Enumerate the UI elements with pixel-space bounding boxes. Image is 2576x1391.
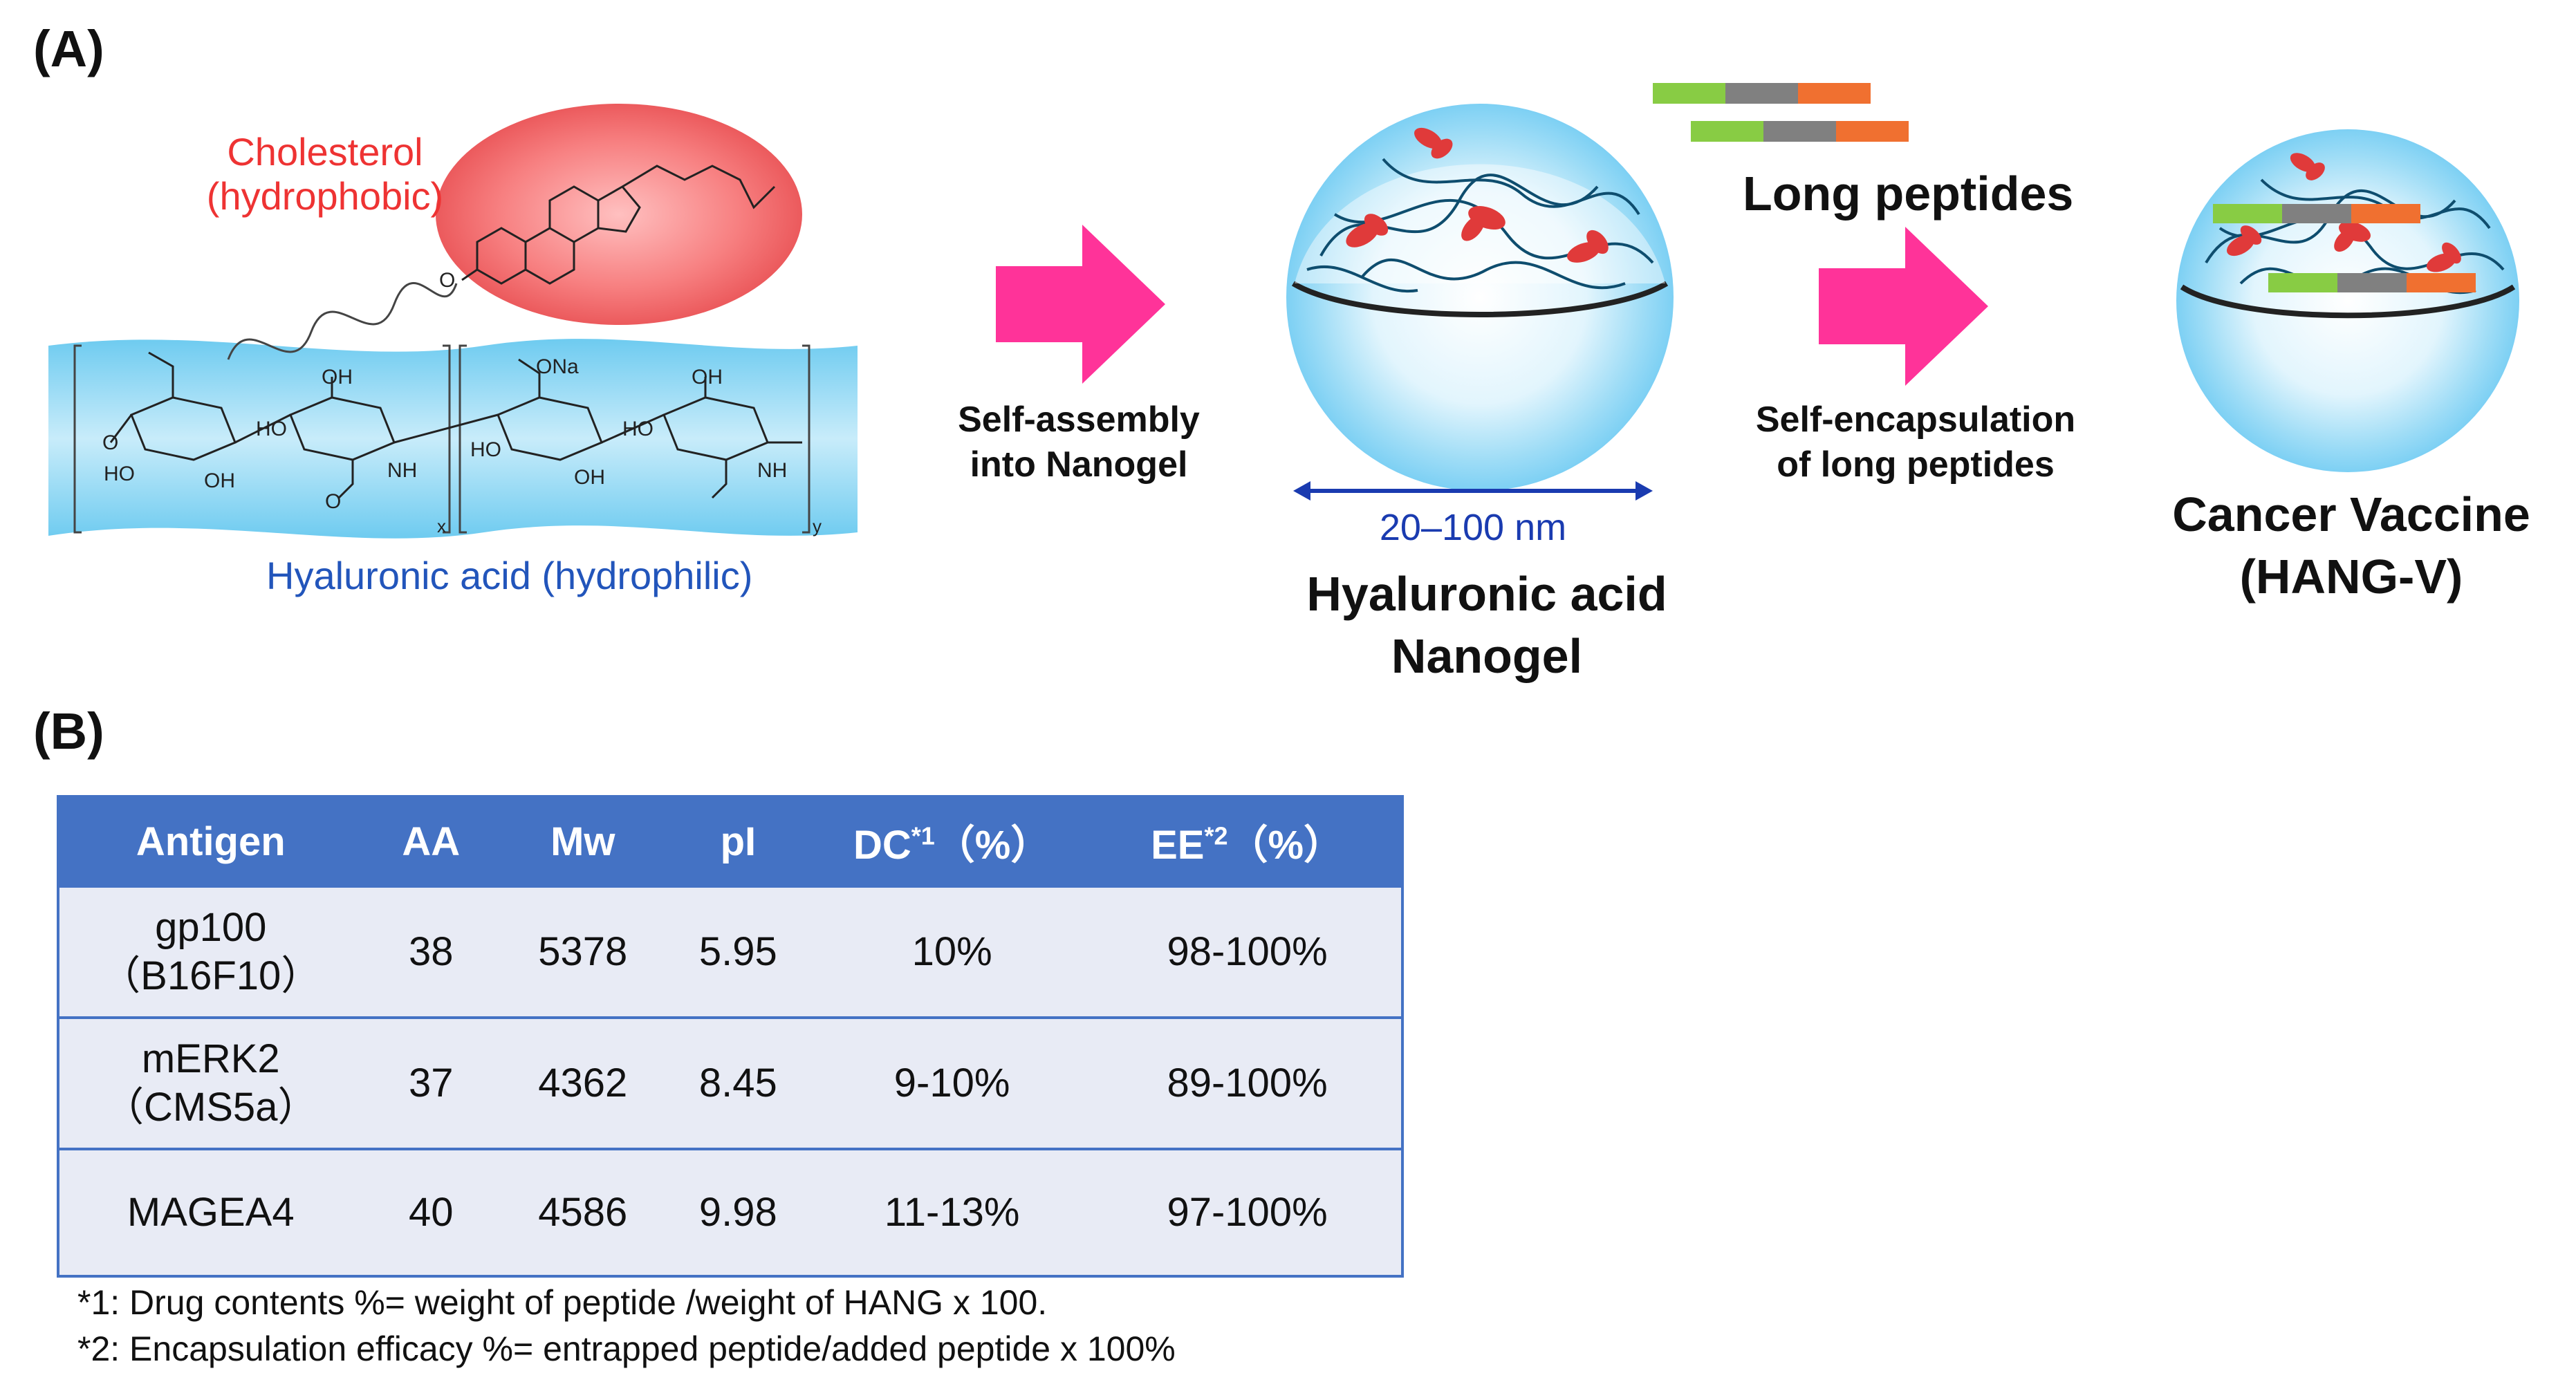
- header-ee: EE*2（%）: [1093, 796, 1402, 886]
- nanogel-label-line1: Hyaluronic acid: [1306, 567, 1667, 621]
- cholesterol-ellipse: [436, 104, 802, 325]
- cancer-vaccine-label: Cancer Vaccine (HANG-V): [2137, 484, 2566, 608]
- linker-chain: [227, 282, 458, 360]
- chem-label-oh2: OH: [322, 366, 353, 389]
- chem-label-x: x: [437, 516, 446, 536]
- header-dc: DC*1（%）: [810, 796, 1094, 886]
- nanogel-sphere: [1286, 104, 1674, 491]
- sugar-rings: [109, 351, 802, 499]
- panel-a-label: (A): [33, 20, 104, 77]
- chem-label-o3: O: [439, 269, 455, 292]
- chem-label-ona: ONa: [536, 355, 579, 378]
- chem-label-o1: O: [102, 431, 118, 454]
- self-encapsulation-arrow-icon: [1819, 227, 1988, 386]
- cholesterol-label-line1: Cholesterol: [227, 130, 423, 174]
- chem-label-ho3: HO: [622, 418, 654, 440]
- size-arrow-icon: [1293, 481, 1653, 501]
- cell-antigen: mERK2（CMS5a）: [58, 1016, 362, 1149]
- cell-dc: 9-10%: [810, 1016, 1094, 1149]
- table-row: MAGEA4 40 4586 9.98 11-13% 97-100%: [58, 1148, 1402, 1276]
- cell-ee: 97-100%: [1093, 1148, 1402, 1276]
- long-peptides-icon: [1653, 83, 1909, 142]
- repeat-brackets: [73, 344, 810, 534]
- header-dc-footnote-mark: *1: [911, 821, 935, 850]
- chem-label-ho4: HO: [470, 438, 501, 461]
- cancer-vaccine-label-line2: (HANG-V): [2239, 549, 2463, 604]
- chem-label-ho2: HO: [256, 418, 287, 440]
- chem-label-o2: O: [325, 490, 341, 513]
- header-ee-footnote-mark: *2: [1204, 821, 1228, 850]
- antigen-name: gp100: [155, 905, 267, 951]
- antigen-table: Antigen AA Mw pI DC*1（%） EE*2（%） gp100（B…: [57, 795, 1404, 1278]
- hyaluronic-acid-label: Hyaluronic acid (hydrophilic): [266, 554, 753, 597]
- chem-label-oh1: OH: [204, 469, 235, 492]
- hydrophobic-cores: [1346, 127, 1609, 263]
- hyaluronic-acid-band: [48, 339, 858, 539]
- cholesterol-label: Cholesterol (hydrophobic): [201, 130, 450, 219]
- chem-label-oh4: OH: [692, 366, 723, 389]
- cell-pi: 9.98: [665, 1148, 811, 1276]
- long-peptides-label: Long peptides: [1743, 167, 2074, 221]
- cell-antigen: gp100（B16F10）: [58, 885, 362, 1018]
- cell-mw: 4362: [500, 1016, 666, 1149]
- cell-ee: 89-100%: [1093, 1016, 1402, 1149]
- cancer-vaccine-sphere: [2176, 129, 2519, 472]
- self-assembly-label-line2: into Nanogel: [970, 445, 1188, 485]
- self-encapsulation-label-line1: Self-encapsulation: [1755, 400, 2076, 440]
- self-assembly-label-line1: Self-assembly: [958, 400, 1200, 440]
- footnote-1: *1: Drug contents %= weight of peptide /…: [77, 1283, 1048, 1322]
- chem-label-y: y: [813, 516, 822, 536]
- chem-label-ho1: HO: [104, 463, 135, 485]
- nanogel-label: Hyaluronic acid Nanogel: [1238, 563, 1736, 687]
- cell-aa: 40: [362, 1148, 501, 1276]
- size-label: 20–100 nm: [1379, 507, 1567, 548]
- table-row: gp100（B16F10） 38 5378 5.95 10% 98-100%: [58, 885, 1402, 1018]
- header-ee-text: EE: [1151, 823, 1205, 868]
- panel-b-label: (B): [33, 702, 104, 760]
- header-aa: AA: [362, 796, 501, 886]
- header-pi: pI: [665, 796, 811, 886]
- header-mw: Mw: [500, 796, 666, 886]
- antigen-model: （B16F10）: [100, 953, 322, 998]
- nanogel-label-line2: Nanogel: [1391, 628, 1583, 683]
- table-row: mERK2（CMS5a） 37 4362 8.45 9-10% 89-100%: [58, 1016, 1402, 1149]
- cell-pi: 8.45: [665, 1016, 811, 1149]
- antigen-model: （CMS5a）: [104, 1085, 318, 1130]
- cell-aa: 38: [362, 885, 501, 1018]
- cell-antigen: MAGEA4: [58, 1148, 362, 1276]
- self-assembly-arrow-icon: [996, 225, 1165, 384]
- antigen-name: mERK2: [141, 1036, 280, 1082]
- cell-ee: 98-100%: [1093, 885, 1402, 1018]
- cell-aa: 37: [362, 1016, 501, 1149]
- chem-label-nh1: NH: [387, 459, 417, 482]
- table-header-row: Antigen AA Mw pI DC*1（%） EE*2（%）: [58, 796, 1402, 886]
- footnote-2: *2: Encapsulation efficacy %= entrapped …: [77, 1329, 1176, 1368]
- cell-mw: 5378: [500, 885, 666, 1018]
- cell-pi: 5.95: [665, 885, 811, 1018]
- cancer-vaccine-label-line1: Cancer Vaccine: [2172, 487, 2530, 541]
- header-dc-unit: （%）: [934, 823, 1051, 868]
- cell-dc: 11-13%: [810, 1148, 1094, 1276]
- header-ee-unit: （%）: [1227, 823, 1344, 868]
- cell-dc: 10%: [810, 885, 1094, 1018]
- self-encapsulation-label: Self-encapsulation of long peptides: [1708, 398, 2123, 487]
- chem-label-oh3: OH: [574, 466, 605, 489]
- chem-label-nh2: NH: [757, 459, 787, 482]
- steroid-rings: [461, 165, 776, 285]
- cell-mw: 4586: [500, 1148, 666, 1276]
- self-assembly-label: Self-assembly into Nanogel: [920, 398, 1238, 487]
- header-dc-text: DC: [853, 823, 911, 868]
- self-encapsulation-label-line2: of long peptides: [1777, 445, 2055, 485]
- header-antigen: Antigen: [58, 796, 362, 886]
- molecule-illustration: O HO OH HO OH NH O ONa OH HO OH HO NH x …: [48, 104, 858, 539]
- cholesterol-label-line2: (hydrophobic): [206, 174, 444, 218]
